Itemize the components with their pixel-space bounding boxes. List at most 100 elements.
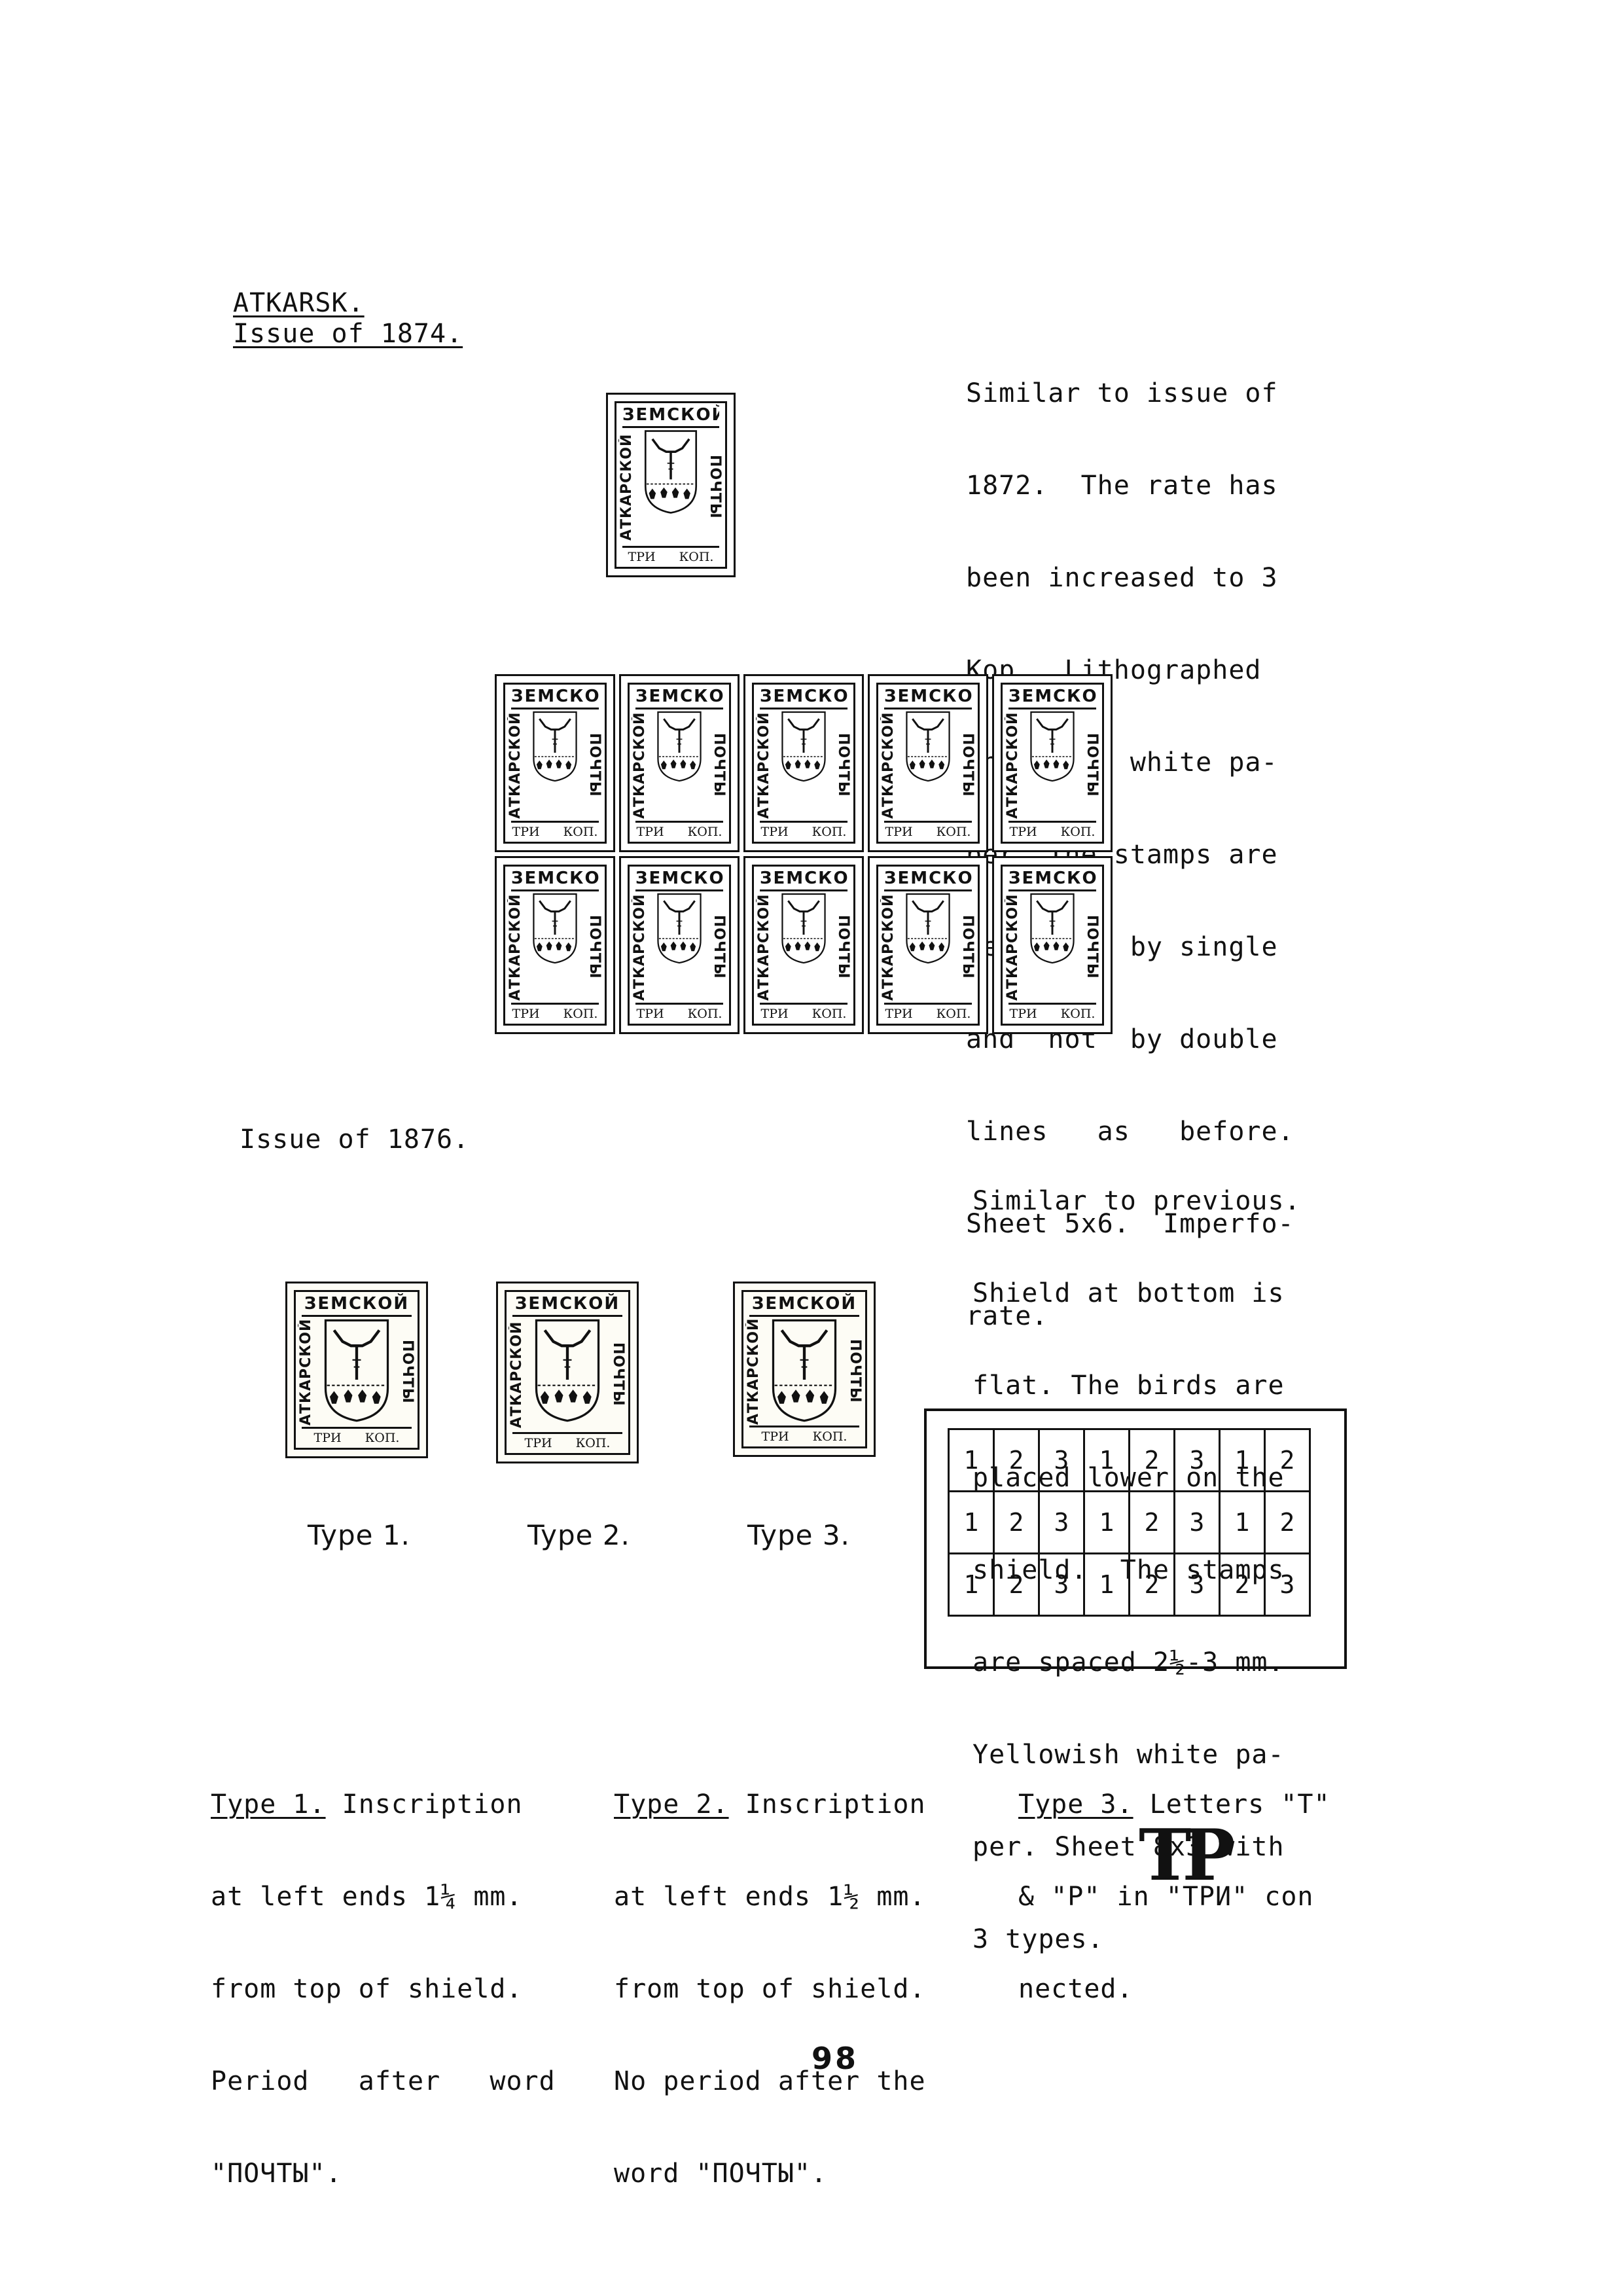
stamp-frame	[615, 401, 727, 569]
stamp-right-inscription: ПОЧТЫ	[586, 915, 603, 979]
stamp-left-inscription: АТКАРСКОЙ	[756, 893, 772, 1001]
stamp-value-inscription: ТРИ КОП.	[884, 821, 972, 841]
coat-of-arms-icon	[324, 1319, 389, 1422]
stamp-top-inscription: ЗЕМСКОЙ	[760, 685, 847, 709]
note-line: from top of shield.	[614, 1974, 926, 2004]
note-line: Inscription	[728, 1789, 926, 1820]
stamp-right-inscription: ПОЧТЫ	[1084, 915, 1100, 979]
desc-line: 3 types.	[972, 1924, 1104, 1954]
stamp-frame	[294, 1290, 419, 1450]
grid-cell: 2	[1128, 1552, 1175, 1617]
note-line: word "ПОЧТЫ".	[614, 2159, 828, 2189]
grid-cell: 1	[1083, 1552, 1130, 1617]
note-line: Letters "T"	[1133, 1789, 1330, 1820]
grid-cell: 2	[1128, 1428, 1175, 1492]
coat-of-arms-icon	[657, 711, 702, 782]
desc-line: Shield at bottom is	[972, 1278, 1285, 1308]
grid-cell: 3	[1038, 1490, 1085, 1554]
stamp-left-inscription: АТКАРСКОЙ	[507, 893, 524, 1001]
stamp-frame	[628, 865, 731, 1026]
type-2-note: Type 2. Inscription at left ends 1½ mm. …	[614, 1728, 926, 2220]
stamp-frame	[752, 683, 855, 844]
note-line: at left ends 1¼ mm.	[211, 1882, 523, 1912]
grid-cell: 2	[1128, 1490, 1175, 1554]
stamp-top-inscription: ЗЕМСКОЙ	[884, 867, 972, 891]
stamp-frame	[876, 683, 980, 844]
desc-line: Yellowish white pa-	[972, 1740, 1285, 1770]
stamp-right-inscription: ПОЧТЫ	[835, 733, 851, 797]
stamp-value-inscription: ТРИ КОП.	[884, 1003, 972, 1023]
grid-cell: 3	[1264, 1552, 1311, 1617]
grid-cell: 2	[993, 1490, 1040, 1554]
desc-line: Sheet 5x6. Imperfo-	[966, 1209, 1294, 1239]
grid-cell: 3	[1038, 1552, 1085, 1617]
stamp-top-inscription: ЗЕМСКОЙ	[884, 685, 972, 709]
stamp-left-inscription: АТКАРСКОЙ	[507, 711, 524, 819]
stamp-top-inscription: ЗЕМСКОЙ	[635, 867, 723, 891]
stamp-left-inscription: АТКАРСКОЙ	[880, 893, 897, 1001]
stamp-value-inscription: ТРИ КОП.	[302, 1427, 412, 1447]
stamp-frame	[1001, 683, 1104, 844]
grid-cell: 1	[1219, 1428, 1266, 1492]
stamp-top-inscription: ЗЕМСКОЙ	[760, 867, 847, 891]
grid-cell: 3	[1173, 1490, 1221, 1554]
type-1-note: Type 1. Inscription at left ends 1¼ mm. …	[211, 1728, 556, 2220]
stamp-right-inscription: ПОЧТЫ	[711, 733, 727, 797]
section-title: ATKARSK.	[233, 288, 365, 318]
sheet-layout-box	[924, 1408, 1347, 1669]
coat-of-arms-icon	[533, 711, 577, 782]
grid-cell: 1	[948, 1552, 995, 1617]
type-2-label: Type 2.	[527, 1519, 630, 1551]
stamp-right-inscription: ПОЧТЫ	[959, 915, 976, 979]
coat-of-arms-icon	[781, 711, 826, 782]
coat-of-arms-icon	[535, 1319, 600, 1422]
stamp-left-inscription: АТКАРСКОЙ	[632, 711, 648, 819]
stamp-value-inscription: ТРИ КОП.	[635, 821, 723, 841]
stamp-value-inscription: ТРИ КОП.	[1008, 821, 1096, 841]
issue-1876-title: Issue of 1876.	[240, 1124, 470, 1155]
stamp-value-inscription: ТРИ КОП.	[749, 1426, 859, 1446]
page-number: 98	[812, 2041, 859, 2076]
note-line: at left ends 1½ mm.	[614, 1882, 926, 1912]
grid-cell: 1	[1083, 1428, 1130, 1492]
stamp-value-inscription: ТРИ КОП.	[511, 1003, 599, 1023]
grid-cell: 1	[1083, 1490, 1130, 1554]
stamp-frame	[505, 1290, 630, 1455]
stamp-right-inscription: ПОЧТЫ	[399, 1340, 416, 1404]
stamp-right-inscription: ПОЧТЫ	[847, 1339, 863, 1403]
stamp-frame	[741, 1290, 867, 1448]
stamp-top-inscription: ЗЕМСКОЙ	[302, 1293, 412, 1317]
desc-line: per. Sheet 8x3 with	[972, 1832, 1285, 1862]
desc-line: 1872. The rate has	[966, 471, 1278, 501]
desc-line: rate.	[966, 1301, 1048, 1331]
stamp-frame	[503, 683, 607, 844]
note-line: & "P" in "ТРИ" con	[1018, 1882, 1314, 1912]
stamp-left-inscription: АТКАРСКОЙ	[756, 711, 772, 819]
stamp-right-inscription: ПОЧТЫ	[959, 733, 976, 797]
stamp-right-inscription: ПОЧТЫ	[1084, 733, 1100, 797]
type-3-note: Type 3. Letters "T" & "P" in "ТРИ" con n…	[1018, 1728, 1330, 2036]
stamp-left-inscription: АТКАРСКОЙ	[1005, 711, 1021, 819]
note-heading: Type 1.	[211, 1789, 326, 1820]
grid-cell: 3	[1038, 1428, 1085, 1492]
note-line: Inscription	[325, 1789, 523, 1820]
desc-line: Similar to previous.	[972, 1186, 1301, 1216]
note-line: nected.	[1018, 1974, 1133, 2004]
grid-cell: 3	[1173, 1428, 1221, 1492]
stamp-top-inscription: ЗЕМСКОЙ	[511, 685, 599, 709]
stamp-top-inscription: ЗЕМСКОЙ	[749, 1293, 859, 1317]
desc-line: Similar to issue of	[966, 378, 1278, 408]
note-line: from top of shield.	[211, 1974, 523, 2004]
stamp-value-inscription: ТРИ КОП.	[635, 1003, 723, 1023]
